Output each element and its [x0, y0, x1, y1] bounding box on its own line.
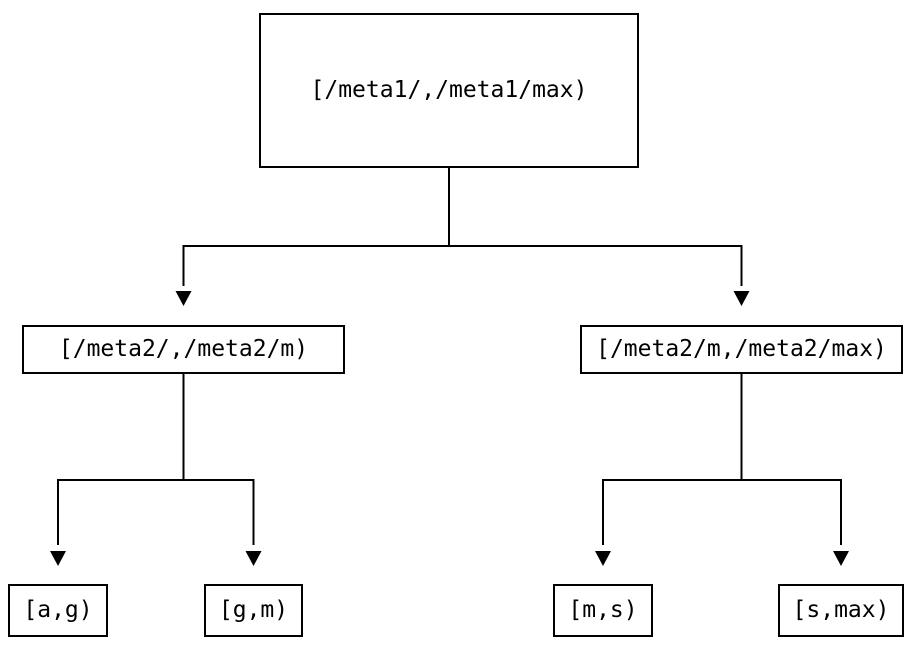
node-mid-left: [/meta2/,/meta2/m): [22, 325, 345, 374]
edge-mid-right-to-children: [595, 374, 849, 566]
arrowhead-mid-left: [175, 291, 192, 306]
arrowhead-leaf-ag: [50, 551, 66, 566]
node-leaf-ms: [m,s): [553, 584, 653, 637]
node-leaf-smax-label: [s,max): [792, 597, 890, 623]
arrowhead-mid-right: [733, 291, 750, 306]
arrowhead-leaf-gm: [245, 551, 262, 566]
node-leaf-gm: [g,m): [204, 584, 303, 637]
edge-mid-left-to-children: [50, 374, 262, 566]
node-mid-left-label: [/meta2/,/meta2/m): [58, 336, 309, 362]
node-leaf-smax: [s,max): [778, 584, 904, 637]
node-mid-right-label: [/meta2/m,/meta2/max): [596, 336, 887, 362]
node-leaf-ms-label: [m,s): [568, 597, 638, 623]
node-leaf-ag: [a,g): [8, 584, 108, 637]
node-mid-right: [/meta2/m,/meta2/max): [580, 325, 903, 374]
arrowhead-leaf-ms: [595, 551, 611, 566]
node-root: [/meta1/,/meta1/max): [259, 13, 639, 168]
node-leaf-ag-label: [a,g): [23, 597, 93, 623]
node-leaf-gm-label: [g,m): [218, 597, 289, 623]
edge-root-to-children: [175, 168, 750, 306]
node-root-label: [/meta1/,/meta1/max): [310, 77, 588, 103]
arrowhead-leaf-smax: [833, 551, 849, 566]
